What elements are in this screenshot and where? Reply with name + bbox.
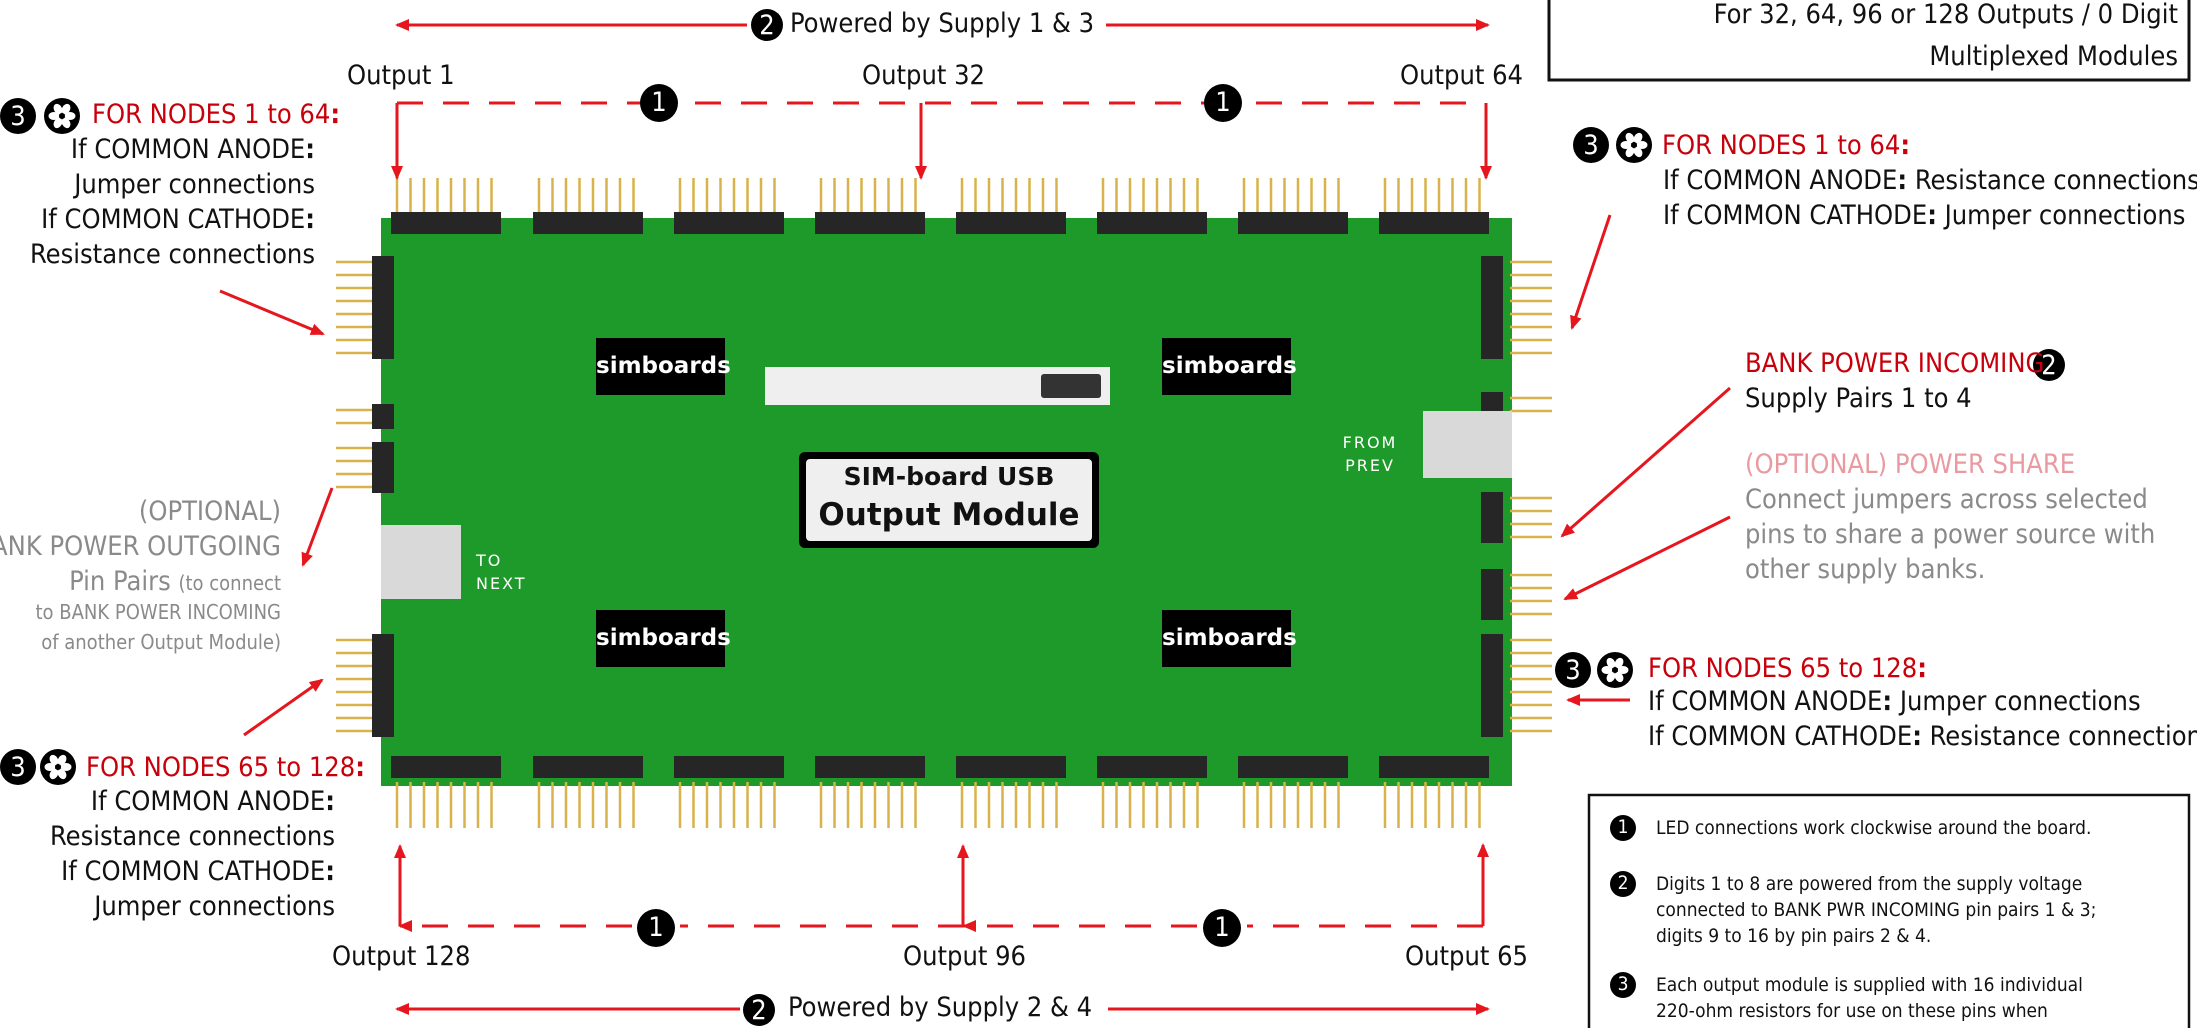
gear-icons — [40, 98, 1652, 785]
power-share-title: (OPTIONAL) POWER SHARE — [1745, 449, 2076, 480]
left-top-title: FOR NODES 1 to 64: — [92, 99, 341, 130]
left-mid-l1: (OPTIONAL) — [138, 496, 281, 527]
note-3-num: 3 — [1617, 973, 1629, 995]
left-mid-l3: Pin Pairs (to connect — [69, 566, 281, 597]
note-2-line2: connected to BANK PWR INCOMING pin pairs… — [1656, 899, 2097, 921]
power-share-l1: Connect jumpers across selected — [1745, 484, 2148, 515]
left-bottom-l4: Jumper connections — [94, 891, 335, 922]
left-bottom-l3: If COMMON CATHODE: — [61, 856, 335, 887]
right-top-title: FOR NODES 1 to 64: — [1662, 130, 1911, 161]
supply-num-top: 2 — [759, 10, 775, 41]
simboards-logo-bl — [596, 610, 725, 667]
module-title-1: SIM-board USB — [843, 462, 1055, 491]
note-2-line1: Digits 1 to 8 are powered from the suppl… — [1656, 873, 2083, 895]
right-top-num: 3 — [1583, 130, 1599, 161]
simboards-logo-br — [1162, 610, 1291, 667]
left-bottom-l2: Resistance connections — [50, 821, 335, 852]
simboards-text-tr: simboards — [1162, 353, 1297, 379]
right-bottom-num: 3 — [1565, 655, 1581, 686]
info-box-line1: For 32, 64, 96 or 128 Outputs / 0 Digit — [1713, 0, 2178, 30]
number-circles — [0, 9, 2065, 1026]
right-bottom-title: FOR NODES 65 to 128: — [1648, 653, 1927, 684]
left-top-l4: Resistance connections — [30, 239, 315, 270]
left-top-l1: If COMMON ANODE: — [70, 134, 315, 165]
simboards-logo-tr — [1162, 338, 1291, 395]
to-next-2: NEXT — [476, 574, 527, 593]
simboards-text-tl: simboards — [596, 353, 731, 379]
left-bottom-num: 3 — [10, 752, 26, 783]
bank-power-num: 2 — [2041, 350, 2057, 381]
supply-num-bottom: 2 — [751, 995, 767, 1026]
left-mid-l2: BANK POWER OUTGOING — [0, 531, 281, 562]
supply-label-bottom: Powered by Supply 2 & 4 — [788, 992, 1093, 1023]
supply-label-top: Powered by Supply 1 & 3 — [790, 8, 1095, 39]
left-top-l3: If COMMON CATHODE: — [41, 204, 315, 235]
left-mid-l4: to BANK POWER INCOMING — [35, 600, 282, 624]
info-box-line2: Multiplexed Modules — [1929, 41, 2178, 72]
left-top-l2: Jumper connections — [74, 169, 315, 200]
bank-power-incoming-title: BANK POWER INCOMING — [1745, 348, 2045, 379]
right-bottom-l1: If COMMON ANODE: Jumper connections — [1648, 686, 2141, 717]
left-bottom-title: FOR NODES 65 to 128: — [86, 752, 365, 783]
output-65-label: Output 65 — [1405, 941, 1528, 972]
left-top-num: 3 — [10, 101, 26, 132]
bank-power-l1: Supply Pairs 1 to 4 — [1745, 383, 1972, 414]
info-box — [1547, 0, 2191, 82]
right-top-l1: If COMMON ANODE: Resistance connections — [1663, 165, 2197, 196]
from-prev-2: PREV — [1345, 456, 1395, 475]
pin-headers — [336, 178, 1552, 828]
usb-to-next — [381, 525, 461, 599]
step-top-1: 1 — [651, 87, 667, 118]
right-top-l2: If COMMON CATHODE: Jumper connections — [1663, 200, 2186, 231]
simboards-text-bl: simboards — [596, 625, 731, 651]
from-prev-1: FROM — [1342, 433, 1398, 452]
note-1-num: 1 — [1617, 816, 1629, 838]
step-bottom-1: 1 — [648, 912, 664, 943]
note-2-line3: digits 9 to 16 by pin pairs 2 & 4. — [1656, 925, 1932, 947]
output-1-label: Output 1 — [347, 60, 455, 91]
chip-pins — [1041, 374, 1101, 398]
module-title-2: Output Module — [818, 497, 1080, 533]
output-96-label: Output 96 — [903, 941, 1026, 972]
left-mid-l5: of another Output Module) — [41, 630, 281, 654]
usb-from-prev — [1423, 411, 1512, 478]
notes-box — [1587, 793, 2191, 1028]
power-share-l2: pins to share a power source with — [1745, 519, 2156, 550]
note-3-line2: 220-ohm resistors for use on these pins … — [1656, 1000, 2048, 1022]
step-top-2: 1 — [1215, 87, 1231, 118]
left-bottom-l1: If COMMON ANODE: — [90, 786, 335, 817]
power-share-l3: other supply banks. — [1745, 554, 1986, 585]
output-64-label: Output 64 — [1400, 60, 1523, 91]
right-bottom-l2: If COMMON CATHODE: Resistance connection… — [1648, 721, 2197, 752]
note-1-line1: LED connections work clockwise around th… — [1656, 817, 2092, 839]
note-2-num: 2 — [1617, 872, 1629, 894]
output-128-label: Output 128 — [332, 941, 471, 972]
note-3-line1: Each output module is supplied with 16 i… — [1656, 974, 2083, 996]
simboards-text-br: simboards — [1162, 625, 1297, 651]
step-bottom-2: 1 — [1214, 912, 1230, 943]
output-32-label: Output 32 — [862, 60, 985, 91]
simboards-logo-tl — [596, 338, 725, 395]
to-next-1: TO — [476, 551, 503, 570]
